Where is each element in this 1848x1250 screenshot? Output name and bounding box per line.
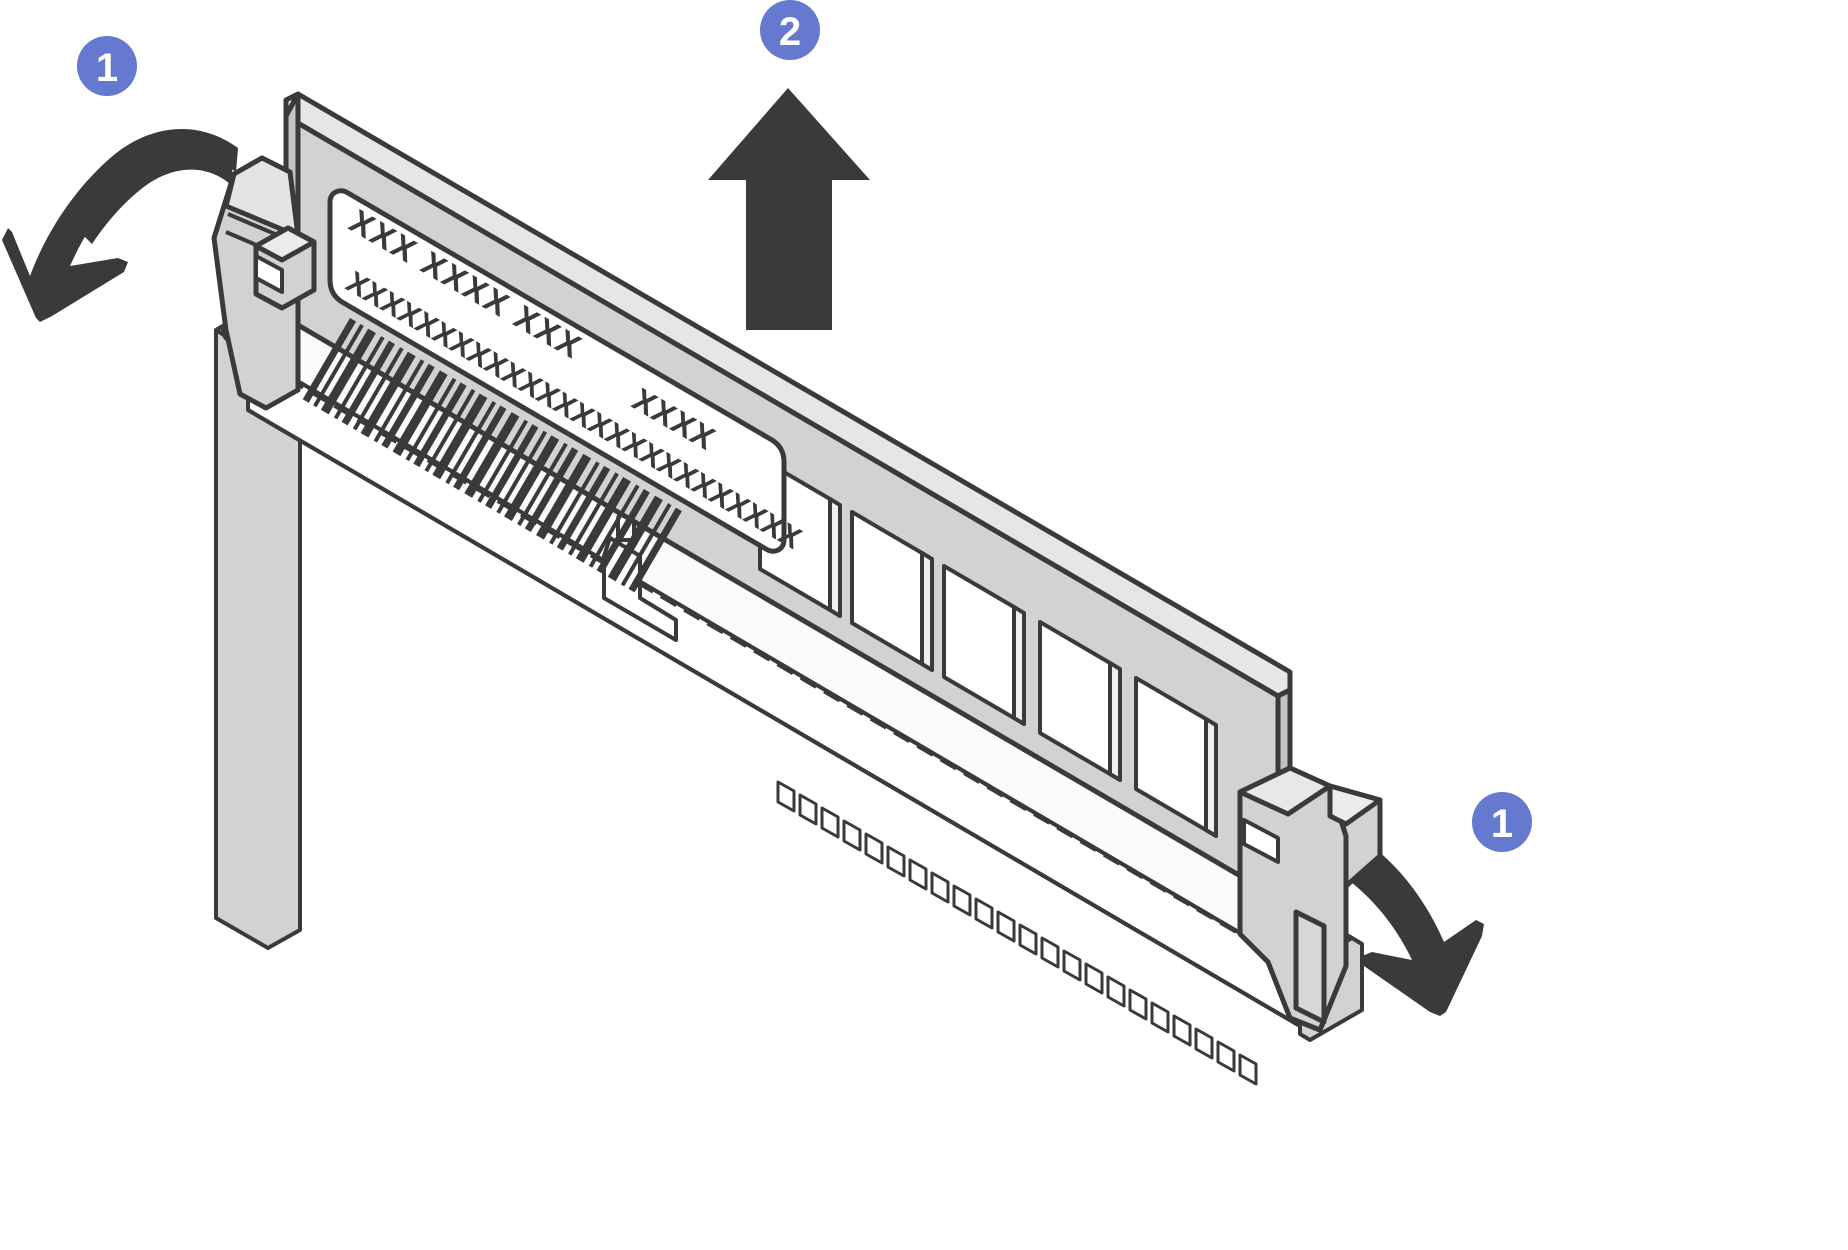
- callout-badge-number: 1: [1491, 802, 1513, 846]
- dram-chip-group: [758, 456, 1218, 838]
- clip-left-pad: [223, 155, 301, 239]
- clip-right-window: [1242, 818, 1280, 864]
- socket-bottom-edge: [246, 408, 1302, 1028]
- arrow-lift-up: [708, 88, 870, 330]
- callout-badge-number: 1: [96, 46, 118, 90]
- retaining-clip-right: [1237, 765, 1383, 1033]
- label-barcode: [302, 318, 682, 593]
- dram-chip: [942, 564, 1026, 726]
- callout-badge-number: 2: [779, 10, 801, 54]
- callout-badge-circle: [760, 0, 820, 60]
- callout-badge-circle: [77, 36, 137, 96]
- dram-chip: [850, 510, 934, 672]
- callout-1-left[interactable]: 1: [77, 36, 137, 96]
- dram-chip: [1038, 620, 1122, 782]
- socket-contact-slot: [286, 375, 1308, 975]
- arrow-clip-right: [1334, 832, 1484, 1016]
- clip-left-tab-top: [253, 225, 317, 263]
- retaining-clip-left: [211, 155, 317, 411]
- dram-chip: [1134, 676, 1218, 838]
- clip-right-leg: [1293, 909, 1327, 1025]
- clip-right-flare-top: [1327, 783, 1383, 827]
- callout-2-top[interactable]: 2: [760, 0, 820, 60]
- arrow-clip-left: [2, 128, 238, 322]
- callout-badge-circle: [1472, 792, 1532, 852]
- label-sticker-background: [327, 188, 787, 554]
- gold-finger-pins: [776, 780, 1258, 1086]
- clip-left-window: [254, 254, 284, 294]
- callout-1-right[interactable]: 1: [1472, 792, 1532, 852]
